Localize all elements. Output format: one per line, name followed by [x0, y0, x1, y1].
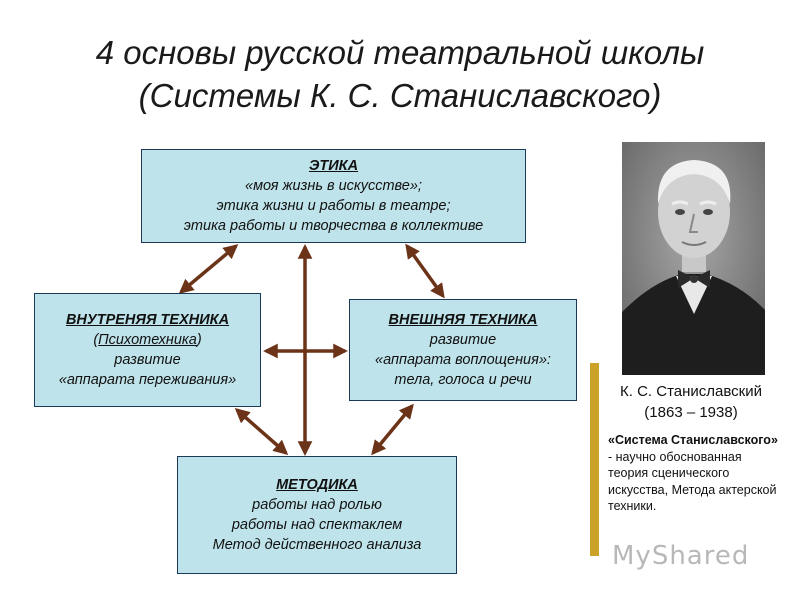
box-ethics-line: этика жизни и работы в театре; [216, 198, 451, 214]
arrow-ethics-outer [405, 243, 445, 299]
title-line-2: (Системы К. С. Станиславского) [138, 77, 662, 114]
box-method-line: работы над спектаклем [231, 517, 403, 533]
box-inner-technique: ВНУТРЕНЯЯ ТЕХНИКА (Психотехника) развити… [34, 293, 261, 407]
arrow-inner-method [234, 408, 289, 455]
box-inner-line: «аппарата переживания» [58, 372, 237, 388]
box-outer-line: тела, голоса и речи [394, 372, 532, 388]
box-inner-subtitle: (Психотехника) [35, 330, 260, 350]
box-method-heading: МЕТОДИКА [276, 477, 358, 493]
description-bold: «Система Станиславского» [608, 433, 778, 447]
arrow-outer-method [371, 403, 414, 456]
caption-name: К. С. Станиславский [620, 383, 762, 400]
arrow-ethics-inner [178, 244, 239, 294]
box-outer-technique: ВНЕШНЯЯ ТЕХНИКА развитие «аппарата вопло… [349, 299, 577, 401]
box-ethics-line: «моя жизнь в искусстве»; [245, 178, 422, 194]
system-description: «Система Станиславского» - научно обосно… [608, 432, 778, 515]
watermark: MyShared [612, 541, 750, 571]
paren-open: ( [93, 332, 99, 348]
paren-close: ) [196, 332, 202, 348]
box-outer-heading: ВНЕШНЯЯ ТЕХНИКА [388, 312, 538, 328]
box-method: МЕТОДИКА работы над ролью работы над спе… [177, 456, 457, 574]
description-rest: - научно обоснованная теория сценическог… [608, 449, 777, 514]
box-ethics-heading: ЭТИКА [308, 158, 359, 174]
portrait-photo [622, 142, 765, 375]
box-ethics-line: этика работы и творчества в коллективе [183, 218, 484, 234]
caption-years: (1863 – 1938) [644, 404, 738, 421]
psychotechnique-word: Психотехника [98, 332, 197, 348]
box-inner-heading: ВНУТРЕНЯЯ ТЕХНИКА [65, 312, 230, 328]
portrait-caption: К. С. Станиславский (1863 – 1938) [596, 381, 786, 423]
title-line-1: 4 основы русской театральной школы [95, 34, 705, 71]
box-ethics: ЭТИКА «моя жизнь в искусстве»; этика жиз… [141, 149, 526, 243]
box-method-line: Метод действенного анализа [212, 537, 422, 553]
box-inner-line: развитие [114, 352, 181, 368]
box-method-line: работы над ролью [252, 497, 382, 513]
accent-bar [590, 363, 599, 556]
box-outer-line: «аппарата воплощения»: [375, 352, 551, 368]
portrait-illustration [622, 142, 765, 375]
box-outer-line: развитие [429, 332, 497, 348]
